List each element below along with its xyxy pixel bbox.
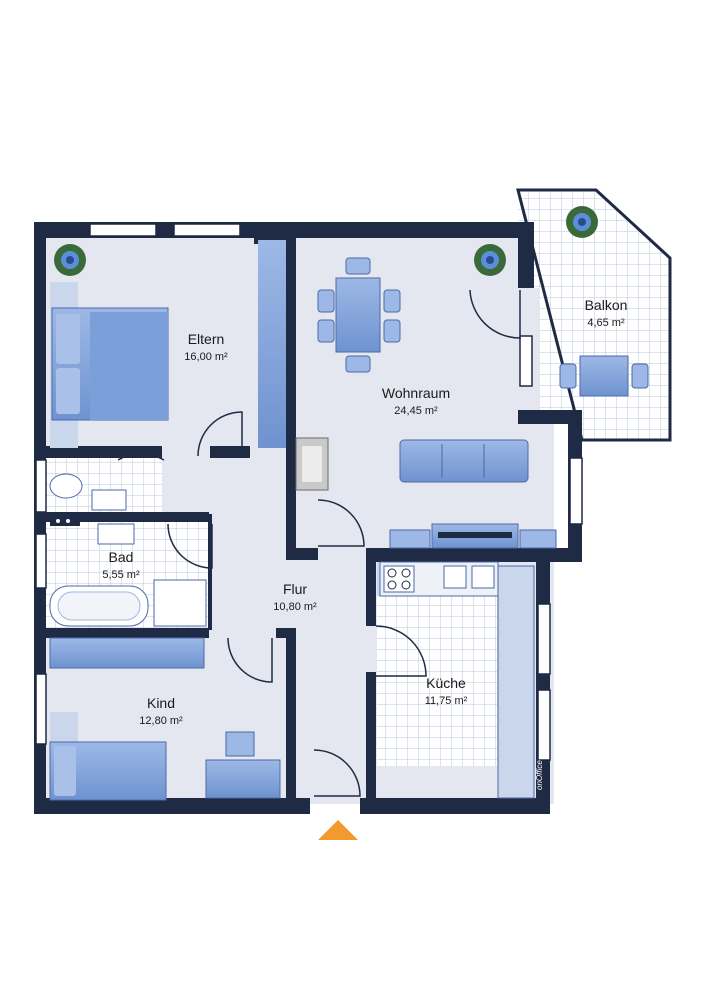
eltern-furniture xyxy=(50,240,286,448)
shower xyxy=(153,579,207,627)
kitchen-sink xyxy=(443,565,467,589)
brand-logo: onOffice xyxy=(535,760,544,790)
balkon-furniture xyxy=(559,355,649,397)
room-name-bad: Bad xyxy=(109,549,134,565)
windows xyxy=(35,223,583,761)
room-name-eltern: Eltern xyxy=(188,331,225,347)
room-name-wohnraum: Wohnraum xyxy=(382,385,450,401)
sofa xyxy=(399,439,529,483)
desk xyxy=(205,759,281,799)
door-eltern xyxy=(197,411,243,457)
wohnraum-furniture xyxy=(295,257,557,549)
plant-icon xyxy=(474,244,506,276)
bad-furniture xyxy=(49,473,207,627)
room-area-kind: 12,80 m² xyxy=(139,715,183,727)
room-name-kueche: Küche xyxy=(426,675,466,691)
pillow xyxy=(56,314,80,364)
chair xyxy=(383,289,401,313)
stove xyxy=(383,565,415,593)
kueche-furniture xyxy=(379,561,535,799)
door-balkon xyxy=(469,289,521,339)
room-area-eltern: 16,00 m² xyxy=(184,351,228,363)
room-area-wohnraum: 24,45 m² xyxy=(394,405,438,417)
chair xyxy=(317,289,335,313)
door-entrance xyxy=(313,749,361,797)
room-area-balkon: 4,65 m² xyxy=(587,317,625,329)
plant-icon xyxy=(54,244,86,276)
door-wohnraum xyxy=(317,499,365,547)
door-wc xyxy=(117,453,165,461)
wardrobe-eltern xyxy=(258,240,286,448)
chair xyxy=(383,319,401,343)
sink xyxy=(97,523,135,545)
chair xyxy=(225,731,255,757)
room-area-bad: 5,55 m² xyxy=(102,569,140,581)
door-kind xyxy=(227,637,273,683)
door-kueche xyxy=(375,625,427,677)
room-name-balkon: Balkon xyxy=(585,297,628,313)
chair xyxy=(559,363,577,389)
entrance-arrow-icon xyxy=(318,820,358,840)
sink xyxy=(91,489,127,511)
chair xyxy=(345,355,371,373)
door-bad xyxy=(167,523,213,569)
doors xyxy=(117,289,521,797)
room-name-kind: Kind xyxy=(147,695,175,711)
balkon-table xyxy=(579,355,629,397)
room-area-kueche: 11,75 m² xyxy=(425,695,468,707)
kind-furniture xyxy=(49,637,281,801)
dining-table xyxy=(335,277,381,353)
plant-icon xyxy=(566,206,598,238)
room-area-flur: 10,80 m² xyxy=(273,601,317,613)
chair xyxy=(317,319,335,343)
kitchen-cabinet xyxy=(497,565,535,799)
toilet xyxy=(49,473,83,499)
balkon-railing xyxy=(516,188,672,442)
tv xyxy=(438,532,512,538)
kueche-floor xyxy=(377,596,497,766)
pillow xyxy=(56,368,80,414)
chair xyxy=(631,363,649,389)
room-name-flur: Flur xyxy=(283,581,307,597)
wardrobe-kind xyxy=(49,637,205,669)
room-labels: Eltern 16,00 m² Wohnraum 24,45 m² Balkon… xyxy=(102,297,627,727)
chair xyxy=(345,257,371,275)
